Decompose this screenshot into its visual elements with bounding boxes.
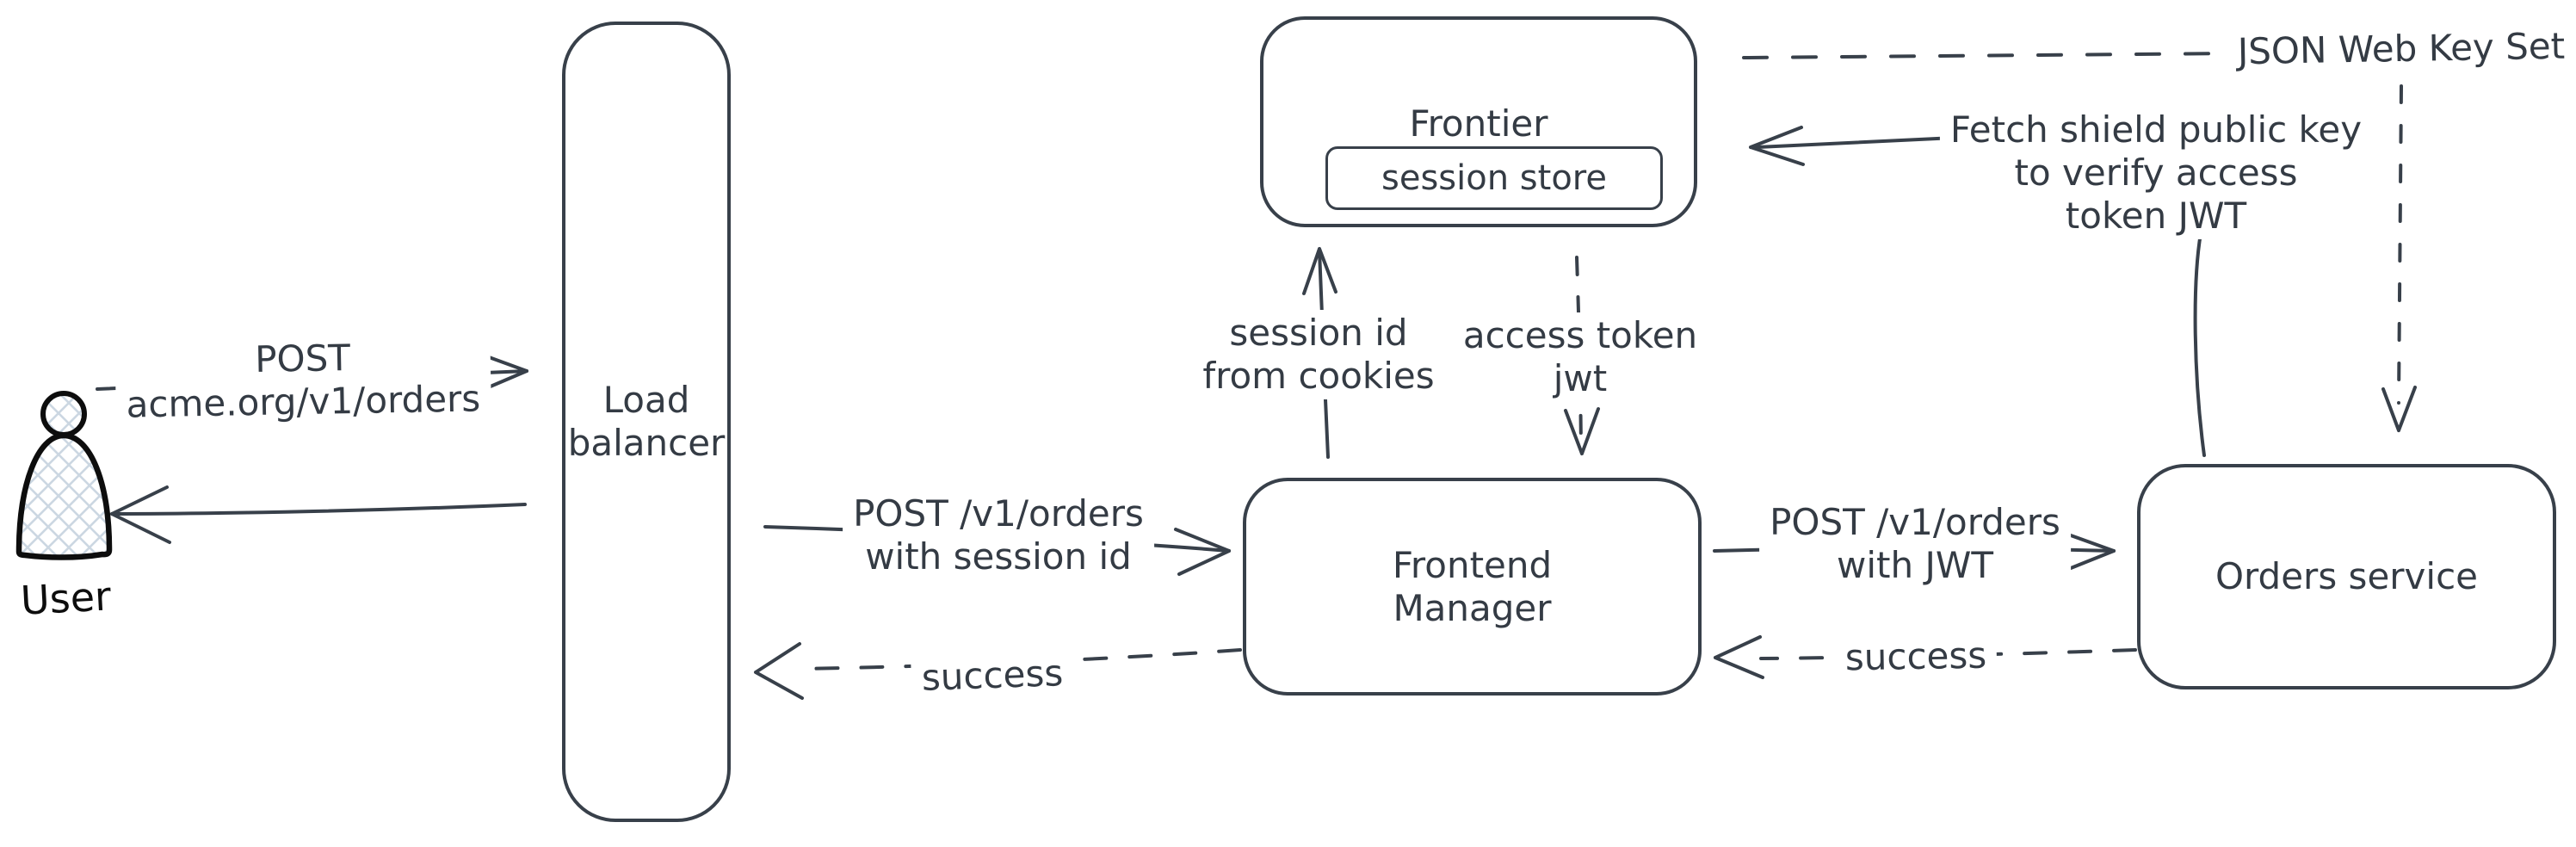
user-body bbox=[15, 432, 113, 560]
label-success-fm: success bbox=[1834, 632, 1998, 682]
label-post-jwt-line2: with JWT bbox=[1836, 544, 1994, 586]
node-load-balancer: Load balancer bbox=[562, 22, 731, 822]
label-post-session-id-line1: POST /v1/orders bbox=[853, 492, 1144, 535]
label-session-id-cookies-line2: from cookies bbox=[1202, 355, 1435, 397]
user-actor-icon bbox=[15, 391, 113, 560]
node-frontier: Frontier session store bbox=[1260, 16, 1697, 227]
label-post-acme-line1: POST bbox=[254, 337, 351, 380]
node-orders-service: Orders service bbox=[2137, 464, 2556, 689]
label-json-web-key-set: JSON Web Key Set bbox=[2227, 22, 2576, 76]
label-access-token-jwt-line1: access token bbox=[1462, 314, 1698, 356]
label-post-session-id-line2: with session id bbox=[865, 535, 1132, 578]
label-access-token-jwt-line2: jwt bbox=[1553, 357, 1608, 399]
node-session-store: session store bbox=[1325, 146, 1663, 210]
node-frontend-manager: Frontend Manager bbox=[1243, 478, 1702, 696]
label-success-lb: success bbox=[910, 649, 1075, 702]
label-fetch-shield-key-line3: token JWT bbox=[2065, 195, 2247, 237]
label-post-session-id: POST /v1/orders with session id bbox=[843, 491, 1154, 580]
frontend-manager-label-line1: Frontend bbox=[1392, 543, 1553, 586]
label-session-id-cookies-line1: session id bbox=[1229, 312, 1408, 354]
frontier-label: Frontier bbox=[1409, 102, 1548, 145]
label-fetch-shield-key-line1: Fetch shield public key bbox=[1949, 108, 2363, 151]
load-balancer-label: Load balancer bbox=[568, 379, 726, 465]
load-balancer-label-line1: Load bbox=[602, 379, 690, 421]
label-post-acme-line2: acme.org/v1/orders bbox=[126, 377, 481, 426]
label-fetch-shield-key-line2: to verify access bbox=[2014, 151, 2298, 194]
user-label: User bbox=[19, 572, 113, 624]
session-store-label: session store bbox=[1381, 158, 1607, 198]
label-post-jwt-line1: POST /v1/orders bbox=[1770, 501, 2060, 543]
label-access-token-jwt: access token jwt bbox=[1452, 312, 1708, 402]
label-fetch-shield-key: Fetch shield public key to verify access… bbox=[1939, 107, 2373, 239]
orders-service-label: Orders service bbox=[2215, 555, 2479, 597]
label-post-jwt: POST /v1/orders with JWT bbox=[1759, 499, 2071, 589]
frontend-manager-label: Frontend Manager bbox=[1393, 544, 1552, 630]
frontend-manager-label-line2: Manager bbox=[1393, 586, 1552, 629]
label-post-acme: POST acme.org/v1/orders bbox=[114, 332, 491, 429]
label-session-id-cookies: session id from cookies bbox=[1192, 310, 1445, 399]
load-balancer-label-line2: balancer bbox=[567, 422, 726, 464]
